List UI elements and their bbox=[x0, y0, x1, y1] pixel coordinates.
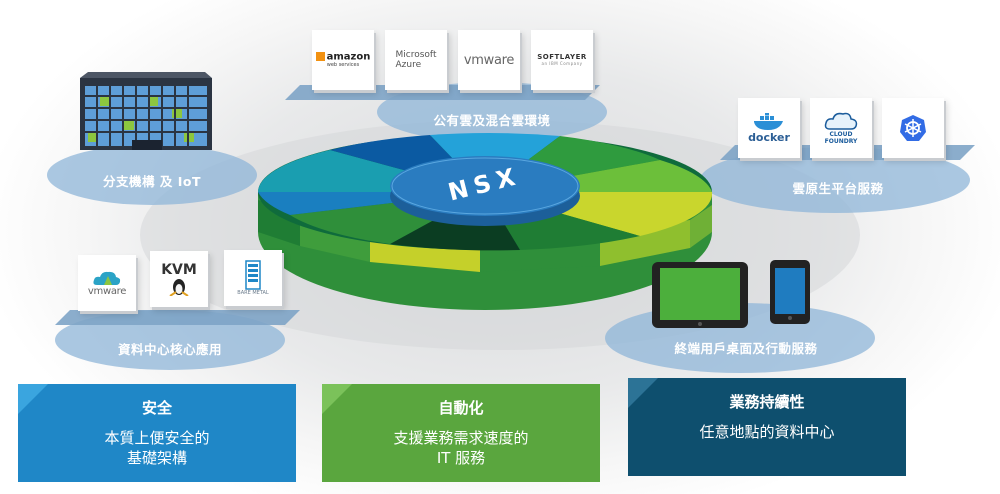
nsx-platform: NSX bbox=[258, 133, 713, 310]
vcloud-icon bbox=[93, 271, 121, 285]
datacenter-label: 資料中心核心應用 bbox=[117, 342, 223, 357]
kubernetes-icon bbox=[900, 115, 926, 141]
penguin-icon bbox=[169, 279, 189, 296]
amazon-icon bbox=[315, 52, 325, 62]
docker-logo-card: docker bbox=[738, 98, 800, 158]
kvm-logo-card: KVM bbox=[150, 251, 208, 307]
automation-panel: 自動化 支援業務需求速度的 IT 服務 bbox=[322, 384, 600, 482]
branch-ellipse bbox=[47, 145, 257, 205]
bare-metal-logo-card: BARE METAL bbox=[224, 250, 282, 306]
security-line2: 基礎架構 bbox=[126, 449, 187, 467]
endpoint-label: 終端用戶桌面及行動服務 bbox=[674, 341, 818, 356]
cloud-native-label: 雲原生平台服務 bbox=[792, 181, 884, 196]
vmware-dc-logo-card: vmware bbox=[78, 255, 136, 311]
automation-line2: IT 服務 bbox=[436, 449, 486, 467]
building-icon bbox=[80, 72, 212, 150]
continuity-line1: 任意地點的資料中心 bbox=[699, 423, 835, 441]
vmware-logo-card: vmware bbox=[458, 30, 520, 90]
docker-whale-icon bbox=[754, 112, 783, 130]
public-cloud-label: 公有雲及混合雲環境 bbox=[433, 113, 551, 128]
security-title: 安全 bbox=[141, 399, 172, 417]
panel-fold-icon bbox=[18, 384, 48, 414]
security-panel: 安全 本質上便安全的基礎架構 bbox=[18, 384, 296, 482]
server-icon bbox=[245, 260, 261, 290]
continuity-title: 業務持續性 bbox=[729, 393, 805, 411]
phone-icon bbox=[770, 260, 810, 324]
tablet-icon bbox=[652, 262, 748, 328]
automation-line1: 支援業務需求速度的 bbox=[393, 429, 529, 447]
cloud-icon bbox=[824, 112, 858, 130]
branch-label: 分支機構 及 IoT bbox=[103, 174, 201, 189]
automation-title: 自動化 bbox=[438, 399, 484, 417]
panel-fold-icon bbox=[322, 384, 352, 414]
panel-fold-icon bbox=[628, 378, 658, 408]
security-line1: 本質上便安全的 bbox=[104, 429, 210, 447]
kubernetes-logo-card bbox=[882, 98, 944, 158]
continuity-panel: 業務持續性 任意地點的資料中心 bbox=[628, 378, 906, 476]
cloud-native-ellipse bbox=[700, 147, 970, 213]
